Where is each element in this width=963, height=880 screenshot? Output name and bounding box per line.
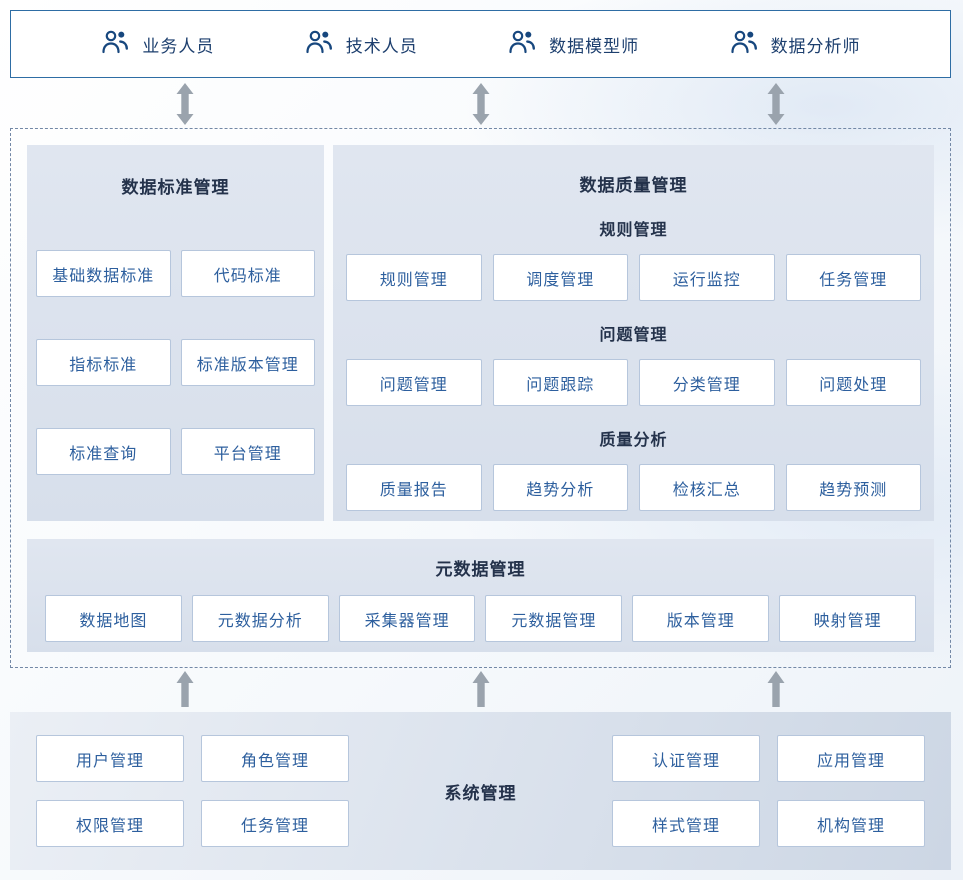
users-icon [304, 27, 334, 62]
role-item: 业务人员 [100, 27, 214, 62]
module-button: 代码标准 [180, 250, 315, 297]
module-button: 检核汇总 [639, 464, 775, 511]
module-button: 机构管理 [777, 800, 925, 847]
module-button: 运行监控 [639, 254, 775, 301]
module-button: 标准查询 [36, 428, 171, 475]
panel-data-quality: 数据质量管理 规则管理 规则管理 调度管理 运行监控 任务管理 问题管理 问题管… [333, 145, 934, 521]
platform-container: 数据标准管理 基础数据标准 代码标准 指标标准 标准版本管理 标准查询 平台管理… [10, 128, 951, 668]
module-button: 趋势预测 [785, 464, 921, 511]
role-item: 数据分析师 [729, 27, 861, 62]
metadata-button-row: 数据地图 元数据分析 采集器管理 元数据管理 版本管理 映射管理 [27, 595, 934, 642]
module-button: 角色管理 [201, 735, 349, 782]
module-button: 样式管理 [612, 800, 760, 847]
users-icon [100, 27, 130, 62]
module-button: 映射管理 [779, 595, 916, 642]
role-label: 数据模型师 [549, 36, 640, 56]
role-item: 技术人员 [304, 27, 418, 62]
top-arrow-row [0, 83, 963, 126]
up-arrow-icon [176, 671, 194, 712]
panel-data-standard: 数据标准管理 基础数据标准 代码标准 指标标准 标准版本管理 标准查询 平台管理 [27, 145, 324, 521]
module-button: 分类管理 [639, 359, 775, 406]
role-item: 数据模型师 [507, 27, 639, 62]
module-button: 任务管理 [201, 800, 349, 847]
double-arrow-icon [472, 83, 490, 130]
module-button: 平台管理 [180, 428, 315, 475]
module-button: 调度管理 [492, 254, 628, 301]
module-button: 指标标准 [36, 339, 171, 386]
group-title: 规则管理 [599, 222, 668, 239]
panel-title: 数据质量管理 [579, 176, 688, 195]
quality-group-row: 问题管理 问题跟踪 分类管理 问题处理 [333, 359, 934, 406]
role-label: 业务人员 [142, 36, 215, 56]
up-arrow-icon [472, 671, 490, 712]
module-button: 质量报告 [346, 464, 482, 511]
up-arrow-icon [767, 671, 785, 712]
users-icon [729, 27, 759, 62]
double-arrow-icon [176, 83, 194, 130]
system-right-grid: 认证管理 应用管理 样式管理 机构管理 [612, 735, 925, 847]
panel-title: 数据标准管理 [121, 178, 230, 197]
panel-title: 元数据管理 [435, 560, 526, 579]
quality-group-row: 规则管理 调度管理 运行监控 任务管理 [333, 254, 934, 301]
role-label: 技术人员 [345, 36, 418, 56]
module-button: 基础数据标准 [36, 250, 171, 297]
module-button: 问题处理 [785, 359, 921, 406]
module-button: 权限管理 [36, 800, 184, 847]
standard-button-grid: 基础数据标准 代码标准 指标标准 标准版本管理 标准查询 平台管理 [27, 250, 324, 475]
module-button: 任务管理 [785, 254, 921, 301]
module-button: 用户管理 [36, 735, 184, 782]
module-button: 版本管理 [632, 595, 770, 642]
module-button: 认证管理 [612, 735, 760, 782]
roles-bar: 业务人员 技术人员 数据模型师 [10, 10, 951, 78]
bottom-arrow-row [0, 671, 963, 709]
module-button: 数据地图 [45, 595, 182, 642]
module-button: 问题跟踪 [492, 359, 628, 406]
group-title: 问题管理 [599, 327, 668, 344]
panel-system: 用户管理 角色管理 权限管理 任务管理 系统管理 认证管理 应用管理 样式管理 … [10, 712, 951, 870]
module-button: 元数据管理 [485, 595, 623, 642]
module-button: 元数据分析 [191, 595, 329, 642]
quality-group-row: 质量报告 趋势分析 检核汇总 趋势预测 [333, 464, 934, 511]
panel-title: 系统管理 [444, 783, 517, 803]
module-button: 规则管理 [346, 254, 482, 301]
module-button: 采集器管理 [338, 595, 476, 642]
users-icon [507, 27, 537, 62]
module-button: 问题管理 [346, 359, 482, 406]
module-button: 标准版本管理 [180, 339, 315, 386]
role-label: 数据分析师 [770, 36, 861, 56]
panel-metadata: 元数据管理 数据地图 元数据分析 采集器管理 元数据管理 版本管理 映射管理 [27, 539, 934, 652]
module-button: 趋势分析 [492, 464, 628, 511]
system-left-grid: 用户管理 角色管理 权限管理 任务管理 [36, 735, 349, 847]
module-button: 应用管理 [777, 735, 925, 782]
double-arrow-icon [767, 83, 785, 130]
group-title: 质量分析 [599, 432, 668, 449]
